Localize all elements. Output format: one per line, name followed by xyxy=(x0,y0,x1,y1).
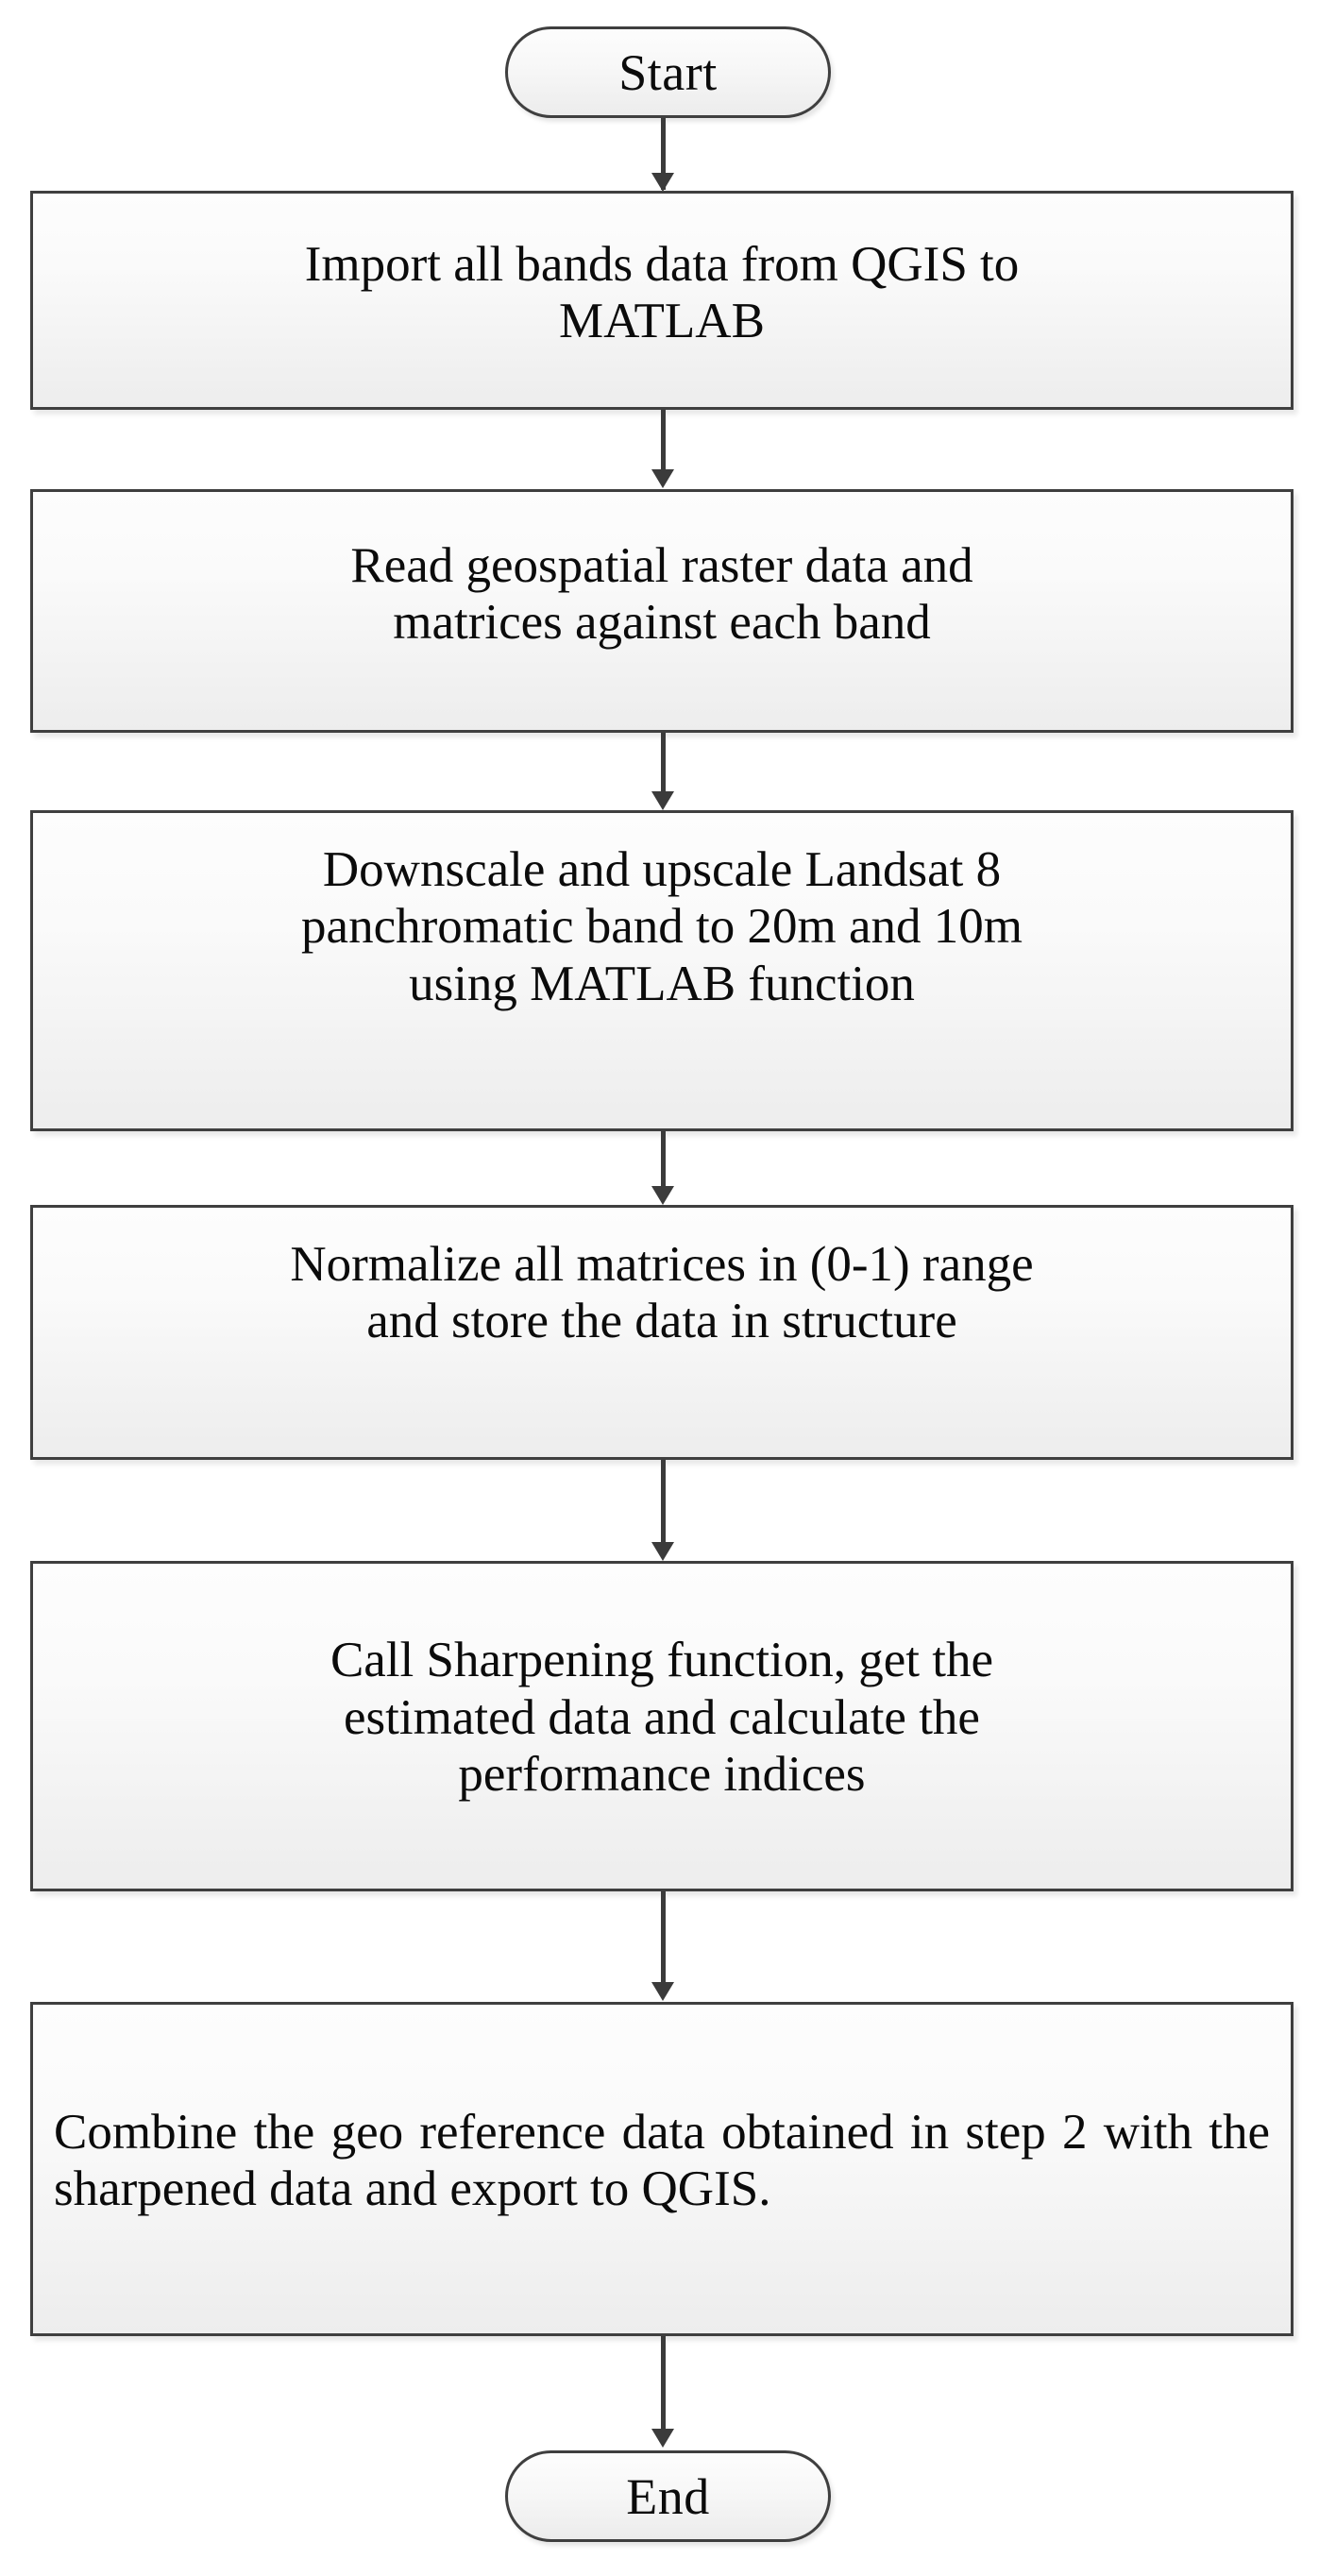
node-step2-label: Read geospatial raster data and matrices… xyxy=(350,538,973,651)
edge-step4-to-step5-line xyxy=(661,1460,666,1547)
edge-step5-to-step6-line xyxy=(661,1891,666,1987)
node-step1[interactable]: Import all bands data from QGIS to MATLA… xyxy=(30,191,1294,410)
node-step4-label: Normalize all matrices in (0-1) range an… xyxy=(290,1237,1034,1349)
edge-step1-to-step2-line xyxy=(661,410,666,474)
node-step2[interactable]: Read geospatial raster data and matrices… xyxy=(30,489,1294,733)
edge-start-to-step1-line xyxy=(661,118,666,190)
edge-step5-to-step6-arrowhead-icon xyxy=(651,1982,674,2001)
node-end-label: End xyxy=(626,2467,710,2525)
node-start[interactable]: Start xyxy=(505,26,831,118)
edge-step3-to-step4-arrowhead-icon xyxy=(651,1186,674,1205)
edge-step3-to-step4-line xyxy=(661,1131,666,1190)
node-step1-label: Import all bands data from QGIS to MATLA… xyxy=(304,236,1020,348)
node-step5[interactable]: Call Sharpening function, get the estima… xyxy=(30,1561,1294,1891)
edge-start-to-step1-arrowhead-icon xyxy=(651,173,674,192)
node-step6-label: Combine the geo reference data obtained … xyxy=(54,2104,1270,2216)
node-step6[interactable]: Combine the geo reference data obtained … xyxy=(30,2002,1294,2336)
edge-step4-to-step5-arrowhead-icon xyxy=(651,1542,674,1561)
edge-step2-to-step3-arrowhead-icon xyxy=(651,791,674,810)
node-end[interactable]: End xyxy=(505,2450,831,2542)
node-start-label: Start xyxy=(618,43,718,101)
edge-step1-to-step2-arrowhead-icon xyxy=(651,469,674,488)
edge-step2-to-step3-line xyxy=(661,733,666,795)
node-step5-label: Call Sharpening function, get the estima… xyxy=(330,1633,994,1803)
node-step3[interactable]: Downscale and upscale Landsat 8 panchrom… xyxy=(30,810,1294,1131)
node-step4[interactable]: Normalize all matrices in (0-1) range an… xyxy=(30,1205,1294,1460)
node-step3-label: Downscale and upscale Landsat 8 panchrom… xyxy=(301,842,1023,1011)
edge-step6-to-end-arrowhead-icon xyxy=(651,2429,674,2448)
edge-step6-to-end-line xyxy=(661,2336,666,2433)
